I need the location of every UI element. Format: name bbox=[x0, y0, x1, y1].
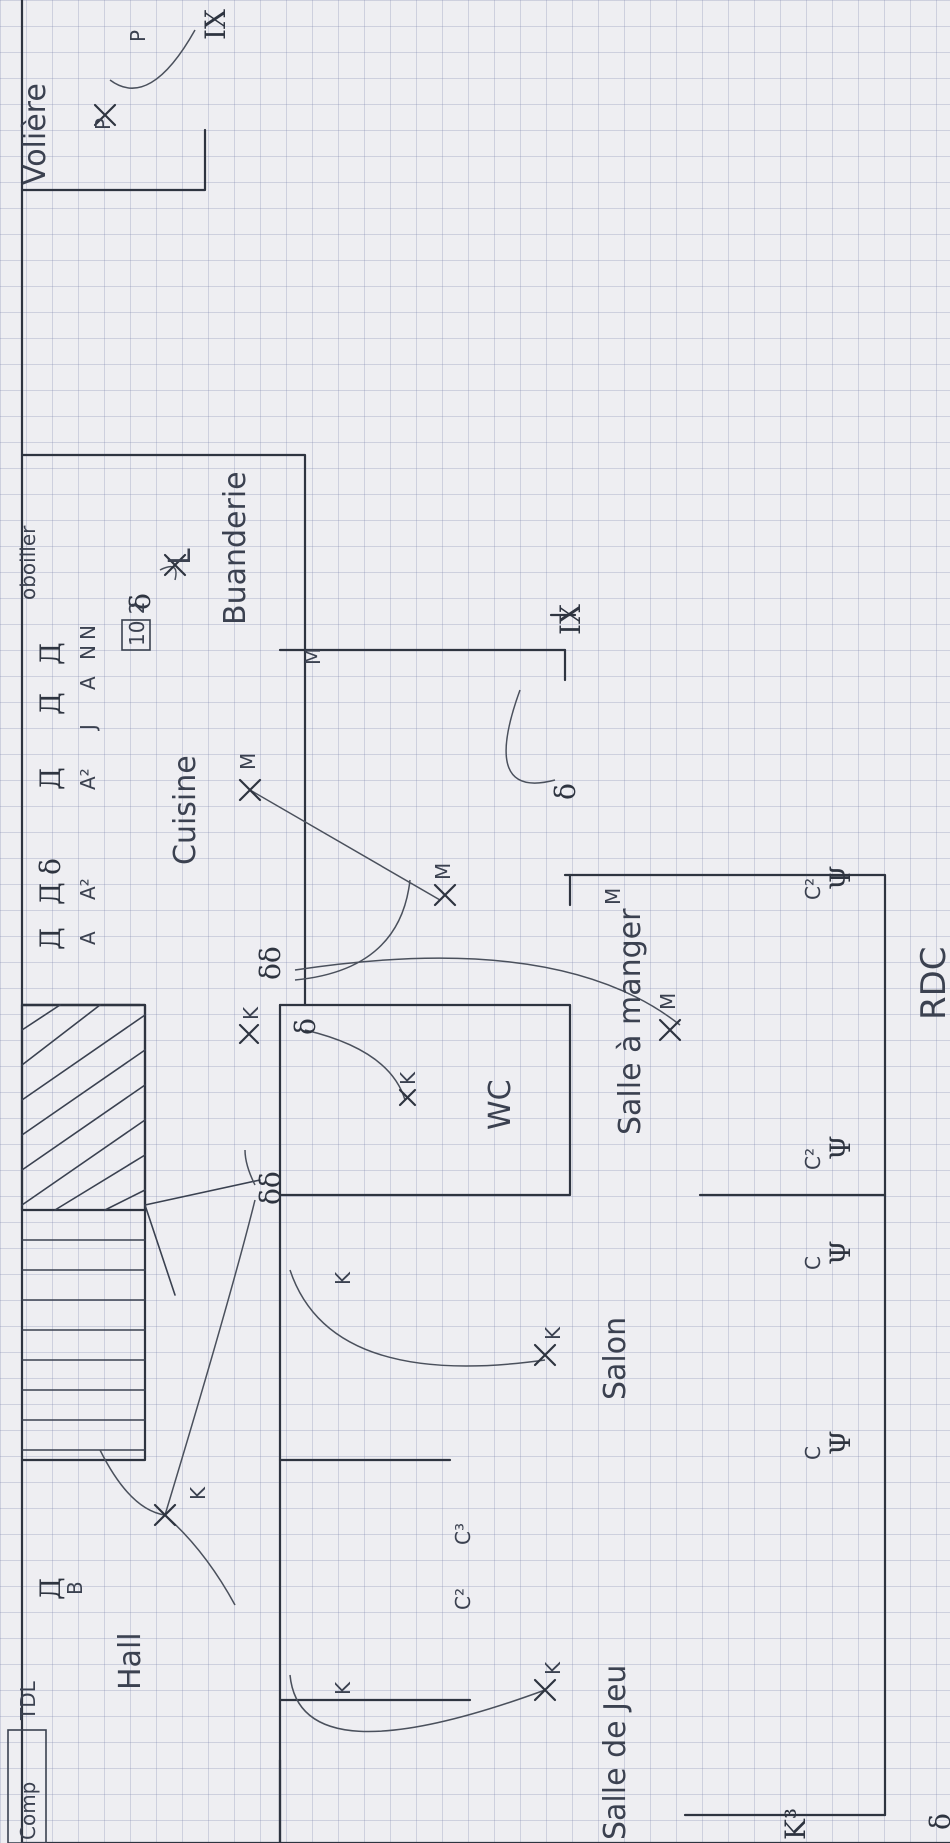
socket-label-c-1: C bbox=[801, 1256, 825, 1270]
staircase bbox=[21, 1179, 261, 1451]
letter-k-1: K bbox=[239, 1006, 263, 1020]
letter-k-5: K bbox=[541, 1661, 565, 1675]
letter-k-2: K bbox=[396, 1071, 420, 1085]
cross-salle-a-manger bbox=[658, 1018, 682, 1042]
socket-c-1: Ψ bbox=[824, 1240, 857, 1265]
letter-k-6: K bbox=[331, 1271, 355, 1285]
switch-cuisine: δ bbox=[34, 858, 67, 875]
letter-m-1: M bbox=[236, 753, 260, 770]
letter-p-1: P bbox=[91, 118, 115, 130]
cross-entry bbox=[238, 1023, 260, 1045]
room-cuisine: Cuisine bbox=[168, 755, 203, 865]
room-salle-a-manger: Salle à manger bbox=[613, 908, 648, 1135]
letter-k3: K³ bbox=[779, 1808, 812, 1840]
letter-k-4: K bbox=[186, 1486, 210, 1500]
letter-m-4: M bbox=[301, 648, 325, 665]
room-salon: Salon bbox=[598, 1317, 633, 1400]
mark-b: B bbox=[63, 1581, 87, 1595]
switch-wc: δ bbox=[289, 1018, 322, 1035]
cross-cuisine-1 bbox=[238, 778, 262, 802]
mark-a: A bbox=[76, 931, 100, 945]
walls bbox=[20, 0, 950, 1843]
cross-salle-de-jeu bbox=[533, 1678, 557, 1702]
light-a2: Д bbox=[34, 882, 67, 905]
room-buanderie: Buanderie bbox=[218, 471, 253, 625]
room-wc: WC bbox=[483, 1079, 518, 1130]
room-salle-de-jeu: Salle de Jeu bbox=[598, 1665, 633, 1840]
light-points bbox=[93, 103, 682, 1702]
wiring bbox=[99, 29, 681, 1733]
switch-dd-1: δδ bbox=[254, 946, 287, 980]
box-10-2-text: 10 2 bbox=[125, 601, 149, 646]
switch-corner: δ bbox=[924, 1813, 950, 1830]
letter-l: L bbox=[163, 548, 198, 565]
cross-cuisine-2 bbox=[433, 883, 457, 907]
switches: δ δδ δδ δ δ δ δ bbox=[34, 593, 950, 1830]
point-letters: L P P M M M M M K K K K K K K K³ IX IX C… bbox=[91, 9, 812, 1840]
switch-dd-2: δδ bbox=[254, 1171, 287, 1205]
socket-label-c-2: C bbox=[801, 1446, 825, 1460]
mark-j: J bbox=[76, 724, 100, 732]
tag-oboiller: oboiller bbox=[16, 525, 40, 600]
hatched-block bbox=[20, 1003, 147, 1212]
room-hall: Hall bbox=[113, 1632, 148, 1690]
letter-m-5: M bbox=[601, 888, 625, 905]
top-tags: Comp TDL oboiller bbox=[7, 525, 47, 1843]
socket-c2-2: Ψ bbox=[824, 1135, 857, 1160]
letter-ix: IX bbox=[554, 604, 587, 635]
socket-c2-1: Ψ bbox=[824, 865, 857, 890]
letter-p-2: P bbox=[126, 30, 150, 42]
cross-buanderie bbox=[163, 553, 187, 577]
light-a2-2: Д bbox=[34, 767, 67, 790]
light-b: Д bbox=[34, 1577, 67, 1600]
room-voliere: Volière bbox=[18, 83, 53, 185]
room-labels: Volière Buanderie Cuisine WC Salle à man… bbox=[18, 83, 950, 1840]
mark-n-1: N bbox=[76, 645, 100, 660]
letter-m-2: M bbox=[431, 863, 455, 880]
socket-c-2: Ψ bbox=[824, 1430, 857, 1455]
mark-n-2: N bbox=[76, 625, 100, 640]
cross-hall bbox=[153, 1503, 177, 1527]
light-a-1: Д bbox=[34, 927, 67, 950]
box-10-2: 10 2 bbox=[121, 601, 151, 651]
switch-buanderie: δ bbox=[124, 593, 157, 610]
light-j: Д bbox=[34, 692, 67, 715]
letter-c2: C² bbox=[451, 1588, 475, 1610]
tag-tdl: TDL bbox=[16, 1680, 40, 1721]
light-n: Д bbox=[34, 642, 67, 665]
socket-label-c2-2: C² bbox=[801, 1148, 825, 1170]
socket-label-c2-1: C² bbox=[801, 878, 825, 900]
mark-a2-b: A² bbox=[76, 768, 100, 790]
cross-voliere bbox=[93, 103, 117, 127]
mark-a-b: A bbox=[76, 676, 100, 690]
letter-m-3: M bbox=[656, 993, 680, 1010]
letter-c3: C³ bbox=[451, 1523, 475, 1545]
plan-title: RDC bbox=[914, 946, 950, 1020]
switch-salle: δ bbox=[549, 783, 582, 800]
tag-comp: Comp bbox=[16, 1782, 40, 1840]
letter-k-7: K bbox=[331, 1681, 355, 1695]
mark-a2: A² bbox=[76, 878, 100, 900]
letter-ix-voliere: IX bbox=[199, 9, 232, 40]
socket-symbols: Ψ Ψ Ψ Ψ C² C² C C Д Д Д Д Д Д A A² A² J … bbox=[34, 625, 857, 1600]
letter-k-3: K bbox=[541, 1326, 565, 1340]
cross-salon bbox=[533, 1343, 557, 1367]
cross-wc bbox=[398, 1088, 417, 1107]
